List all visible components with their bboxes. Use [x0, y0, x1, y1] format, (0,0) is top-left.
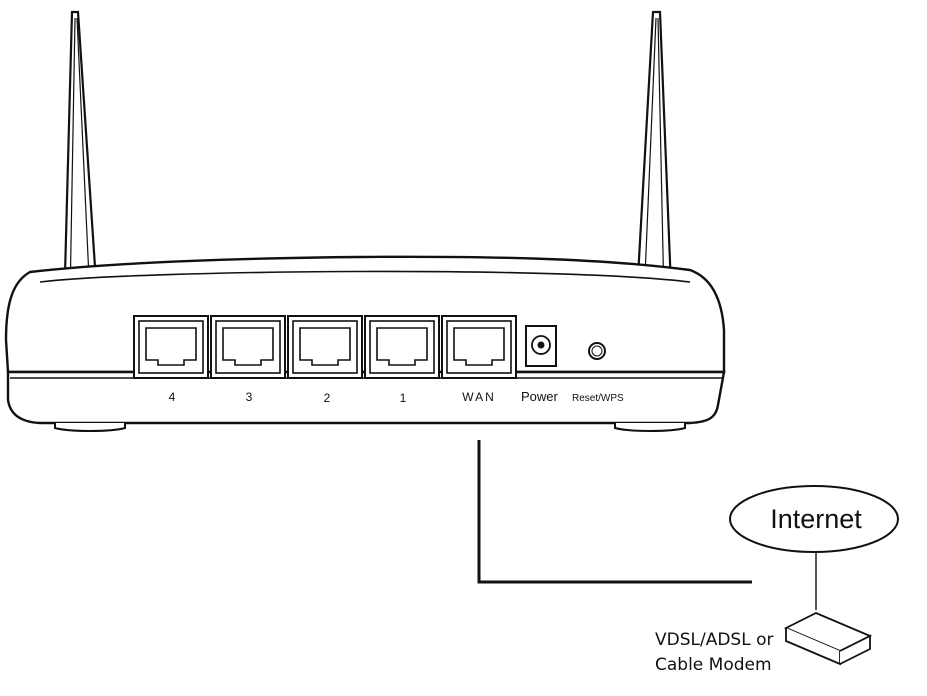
port-label-3: 3 — [246, 390, 253, 404]
reset-button — [589, 343, 605, 359]
modem-label-line1: VDSL/ADSL or — [655, 630, 774, 650]
port-1 — [365, 316, 439, 378]
reset-wps-label: Reset/WPS — [572, 393, 624, 404]
port-2 — [288, 316, 362, 378]
power-label: Power — [521, 389, 559, 404]
port-label-wan: WAN — [462, 390, 496, 404]
modem-label-line2: Cable Modem — [655, 655, 772, 675]
modem-icon — [786, 613, 870, 664]
port-3 — [211, 316, 285, 378]
internet-label: Internet — [770, 504, 862, 534]
power-jack — [526, 326, 556, 366]
port-label-1: 1 — [400, 391, 407, 405]
port-label-4: 4 — [169, 390, 176, 404]
wan-cable — [479, 440, 752, 582]
port-4 — [134, 316, 208, 378]
port-label-2: 2 — [324, 391, 331, 405]
port-wan — [442, 316, 516, 378]
